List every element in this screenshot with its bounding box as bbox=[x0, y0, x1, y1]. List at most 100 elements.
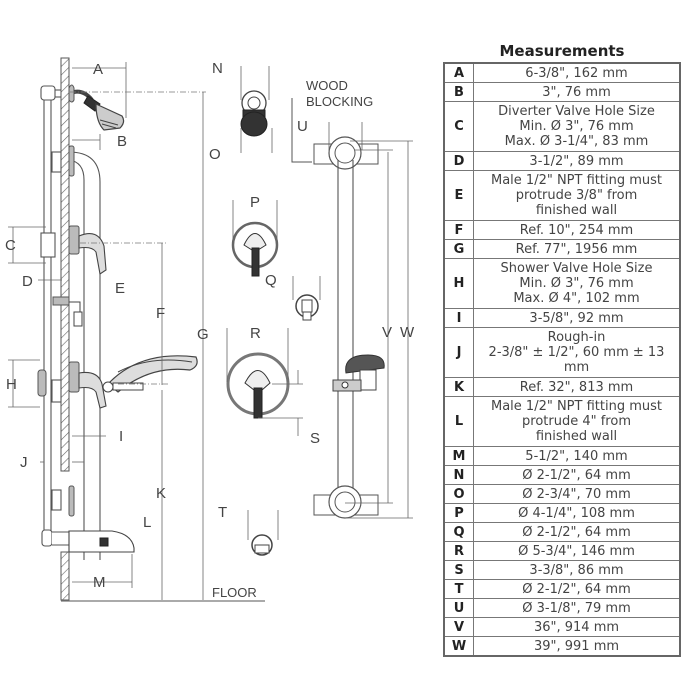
diverter-valve-front bbox=[231, 200, 279, 277]
label-m: M bbox=[93, 574, 106, 591]
label-b: B bbox=[117, 133, 127, 150]
label-q: Q bbox=[265, 272, 277, 289]
supply-elbow-front bbox=[292, 276, 321, 321]
measurement-key: L bbox=[443, 396, 474, 447]
wood-blocking-label-line2: BLOCKING bbox=[306, 94, 373, 109]
measurement-key: T bbox=[443, 579, 474, 599]
installation-diagram: A B C D E F G H I J K L M N O P Q R S T … bbox=[5, 57, 415, 602]
label-e: E bbox=[115, 280, 125, 297]
measurement-key: F bbox=[443, 220, 474, 240]
measurement-key: O bbox=[443, 484, 474, 504]
shower-valve-front bbox=[226, 328, 303, 436]
measurement-value: Ø 3-1/8", 79 mm bbox=[473, 598, 681, 618]
measurement-key: R bbox=[443, 541, 474, 561]
label-d: D bbox=[22, 273, 33, 290]
measurement-key: Q bbox=[443, 522, 474, 542]
measurement-key: K bbox=[443, 377, 474, 397]
label-s: S bbox=[310, 430, 320, 447]
measurement-value: 3", 76 mm bbox=[473, 82, 681, 102]
slide-bar-front bbox=[291, 98, 413, 519]
measurement-value: Ref. 10", 254 mm bbox=[473, 220, 681, 240]
measurement-value: Ø 2-1/2", 64 mm bbox=[473, 522, 681, 542]
measurement-value: Ø 5-3/4", 146 mm bbox=[473, 541, 681, 561]
label-n: N bbox=[212, 60, 223, 77]
measurement-value: 3-3/8", 86 mm bbox=[473, 560, 681, 580]
measurement-key: E bbox=[443, 170, 474, 221]
measurement-value: Male 1/2" NPT fitting must protrude 3/8"… bbox=[473, 170, 681, 221]
measurement-value: 5-1/2", 140 mm bbox=[473, 446, 681, 466]
label-r: R bbox=[250, 325, 261, 342]
measurement-value: Ø 2-1/2", 64 mm bbox=[473, 465, 681, 485]
label-a: A bbox=[93, 61, 103, 78]
shower-valve-side bbox=[37, 355, 198, 409]
measurement-value: Male 1/2" NPT fitting must protrude 4" f… bbox=[473, 396, 681, 447]
measurement-value: 6-3/8", 162 mm bbox=[473, 62, 681, 83]
label-w: W bbox=[400, 324, 415, 341]
measurement-value: Ref. 77", 1956 mm bbox=[473, 239, 681, 259]
measurement-value: Shower Valve Hole Size Min. Ø 3", 76 mm … bbox=[473, 258, 681, 309]
label-j: J bbox=[20, 454, 28, 471]
label-v: V bbox=[382, 324, 392, 341]
measurement-key: V bbox=[443, 617, 474, 637]
measurement-key: B bbox=[443, 82, 474, 102]
measurements-title: Measurements bbox=[499, 42, 625, 60]
measurement-key: C bbox=[443, 101, 474, 152]
measurement-key: H bbox=[443, 258, 474, 309]
measurement-value: Ø 4-1/4", 108 mm bbox=[473, 503, 681, 523]
measurement-key: P bbox=[443, 503, 474, 523]
label-l: L bbox=[143, 514, 151, 531]
fitting-e bbox=[52, 296, 83, 327]
diverter-valve-side bbox=[68, 225, 107, 275]
label-f: F bbox=[156, 305, 165, 322]
label-i: I bbox=[119, 428, 123, 445]
label-c: C bbox=[5, 237, 16, 254]
measurement-value: 3-1/2", 89 mm bbox=[473, 151, 681, 171]
label-g: G bbox=[197, 326, 209, 343]
measurement-key: D bbox=[443, 151, 474, 171]
floor-label: FLOOR bbox=[212, 585, 257, 600]
measurement-key: J bbox=[443, 327, 474, 378]
measurement-key: I bbox=[443, 308, 474, 328]
label-u: U bbox=[297, 118, 308, 135]
measurement-key: G bbox=[443, 239, 474, 259]
measurement-value: Ø 2-3/4", 70 mm bbox=[473, 484, 681, 504]
label-k: K bbox=[156, 485, 166, 502]
shower-head-front bbox=[240, 66, 273, 153]
wood-blocking-label-line1: WOOD bbox=[306, 78, 348, 93]
shower-head-side bbox=[68, 84, 125, 131]
label-h: H bbox=[6, 376, 17, 393]
measurement-key: S bbox=[443, 560, 474, 580]
measurement-value: Diverter Valve Hole Size Min. Ø 3", 76 m… bbox=[473, 101, 681, 152]
dimension-lines-side bbox=[8, 62, 206, 600]
label-p: P bbox=[250, 194, 260, 211]
measurement-value: Ø 2-1/2", 64 mm bbox=[473, 579, 681, 599]
measurement-key: A bbox=[443, 62, 474, 83]
tub-spout-side bbox=[68, 530, 135, 553]
measurement-key: U bbox=[443, 598, 474, 618]
tub-spout-front bbox=[247, 510, 279, 556]
measurement-key: M bbox=[443, 446, 474, 466]
